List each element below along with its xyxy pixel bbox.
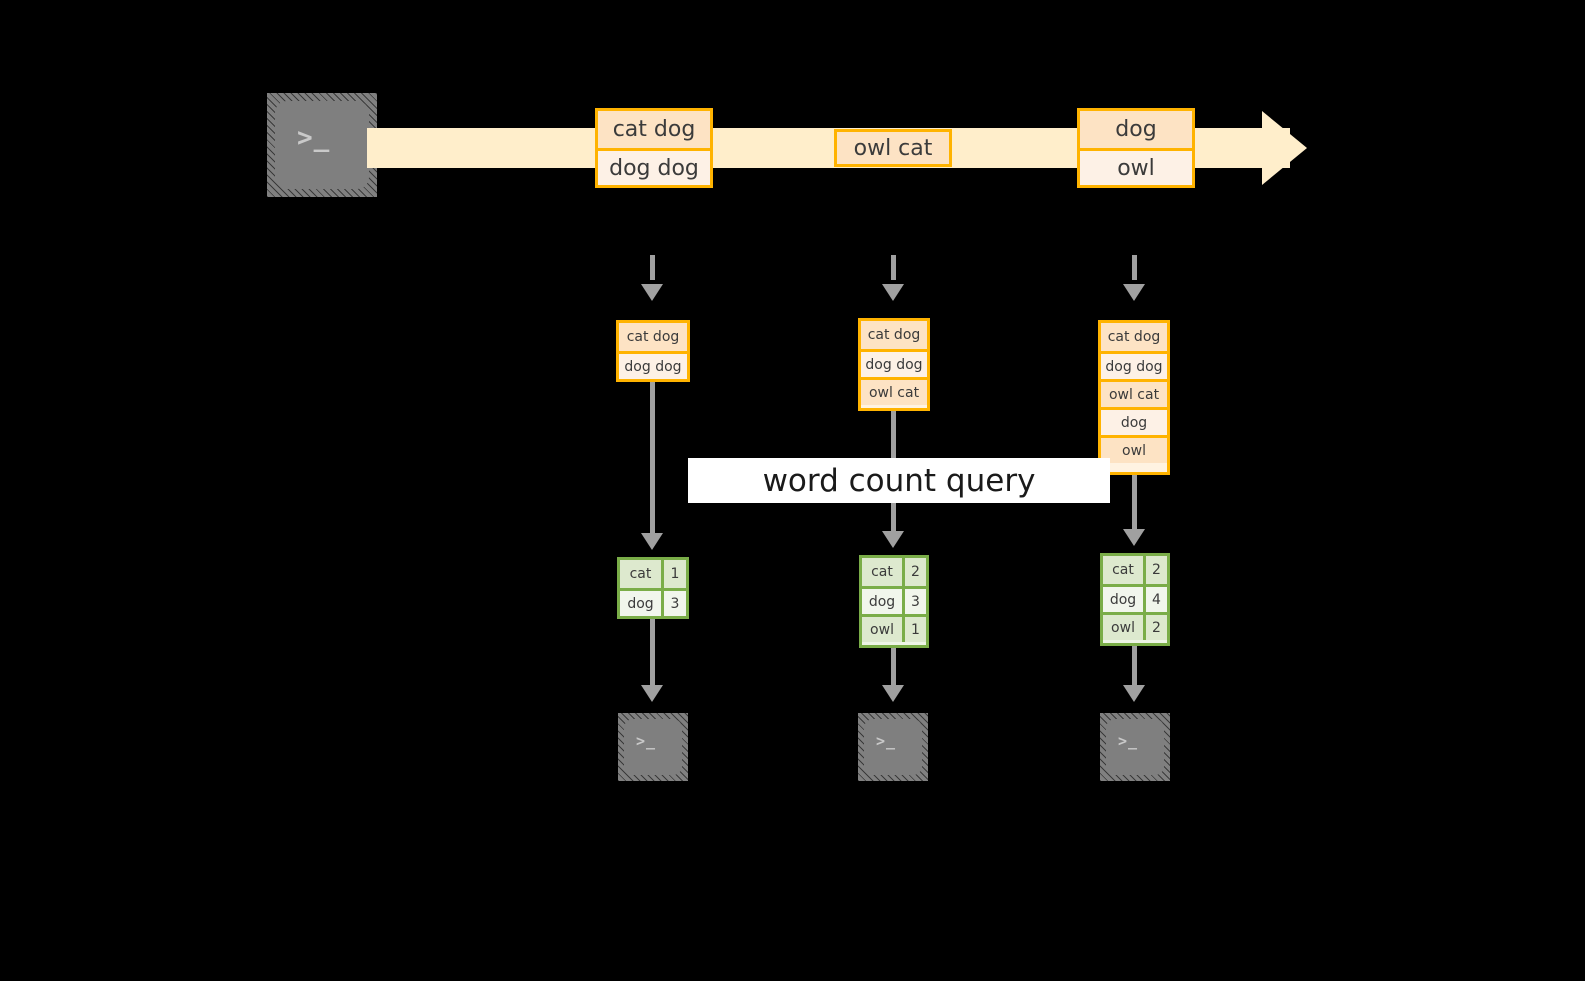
result-row: dog 4 — [1103, 584, 1167, 612]
result-word-cell: dog — [620, 591, 664, 616]
stream-arrow-head — [1262, 111, 1307, 185]
snapshot-stack-2: cat dog dog dog owl cat — [858, 318, 930, 411]
query-arrow-3 — [1123, 529, 1145, 546]
sink-terminal-glyph: >_ — [636, 732, 657, 750]
feed-arrow-2 — [882, 284, 904, 301]
snapshot-row: dog dog — [619, 351, 687, 379]
result-count-cell: 3 — [905, 589, 926, 614]
result-count-cell: 3 — [664, 591, 686, 616]
snapshot-row: cat dog — [861, 321, 927, 349]
result-word-cell: dog — [1103, 587, 1146, 612]
source-terminal-icon: >_ — [267, 93, 377, 197]
result-word-cell: dog — [862, 589, 905, 614]
stream-event-group-2: owl cat — [834, 129, 952, 167]
snapshot-row: dog dog — [1101, 351, 1167, 379]
result-count-cell: 4 — [1146, 587, 1167, 612]
result-table-1: cat 1 dog 3 — [617, 557, 689, 619]
sink-arrow-3 — [1123, 685, 1145, 702]
result-count-cell: 1 — [905, 617, 926, 642]
result-count-cell: 2 — [1146, 615, 1167, 640]
stream-event-row: cat dog — [598, 111, 710, 148]
stream-event-row: dog dog — [598, 148, 710, 185]
sink-line-1 — [650, 619, 655, 687]
result-row: dog 3 — [862, 586, 926, 614]
result-row: cat 1 — [620, 560, 686, 588]
result-row: cat 2 — [862, 558, 926, 586]
result-row: owl 2 — [1103, 612, 1167, 640]
result-row: cat 2 — [1103, 556, 1167, 584]
sink-arrow-1 — [641, 685, 663, 702]
feed-arrow-3 — [1123, 284, 1145, 301]
sink-line-3 — [1132, 646, 1137, 687]
snapshot-row: owl cat — [1101, 379, 1167, 407]
sink-terminal-icon-1: >_ — [618, 713, 688, 781]
stream-event-group-3: dog owl — [1077, 108, 1195, 188]
result-word-cell: owl — [1103, 615, 1146, 640]
stream-event-group-1: cat dog dog dog — [595, 108, 713, 188]
result-row: dog 3 — [620, 588, 686, 616]
snapshot-stack-1: cat dog dog dog — [616, 320, 690, 382]
sink-line-2 — [891, 648, 896, 687]
feed-arrow-1 — [641, 284, 663, 301]
snapshot-row: cat dog — [619, 323, 687, 351]
snapshot-stack-3: cat dog dog dog owl cat dog owl — [1098, 320, 1170, 475]
result-count-cell: 2 — [1146, 556, 1167, 584]
stream-event-row: dog — [1080, 111, 1192, 148]
result-count-cell: 2 — [905, 558, 926, 586]
snapshot-row: dog dog — [861, 349, 927, 377]
stream-event-row: owl — [1080, 148, 1192, 185]
result-table-3: cat 2 dog 4 owl 2 — [1100, 553, 1170, 646]
query-line-3 — [1132, 475, 1137, 531]
snapshot-row: owl — [1101, 435, 1167, 463]
sink-arrow-2 — [882, 685, 904, 702]
snapshot-row: owl cat — [861, 377, 927, 405]
feed-line-1 — [650, 255, 655, 280]
result-word-cell: owl — [862, 617, 905, 642]
result-word-cell: cat — [620, 560, 664, 588]
sink-terminal-glyph: >_ — [1118, 732, 1139, 750]
result-word-cell: cat — [1103, 556, 1146, 584]
result-word-cell: cat — [862, 558, 905, 586]
query-arrow-1 — [641, 533, 663, 550]
terminal-screen — [275, 101, 369, 189]
source-terminal-glyph: >_ — [297, 123, 331, 153]
terminal-screen — [864, 719, 922, 775]
sink-terminal-icon-3: >_ — [1100, 713, 1170, 781]
result-row: owl 1 — [862, 614, 926, 642]
snapshot-row: cat dog — [1101, 323, 1167, 351]
feed-line-3 — [1132, 255, 1137, 280]
query-line-1 — [650, 382, 655, 534]
terminal-screen — [624, 719, 682, 775]
result-count-cell: 1 — [664, 560, 686, 588]
result-table-2: cat 2 dog 3 owl 1 — [859, 555, 929, 648]
terminal-screen — [1106, 719, 1164, 775]
snapshot-row: dog — [1101, 407, 1167, 435]
query-arrow-2 — [882, 531, 904, 548]
stream-event-row: owl cat — [837, 132, 949, 164]
sink-terminal-glyph: >_ — [876, 732, 897, 750]
feed-line-2 — [891, 255, 896, 280]
query-label-band: word count query — [688, 458, 1110, 503]
sink-terminal-icon-2: >_ — [858, 713, 928, 781]
